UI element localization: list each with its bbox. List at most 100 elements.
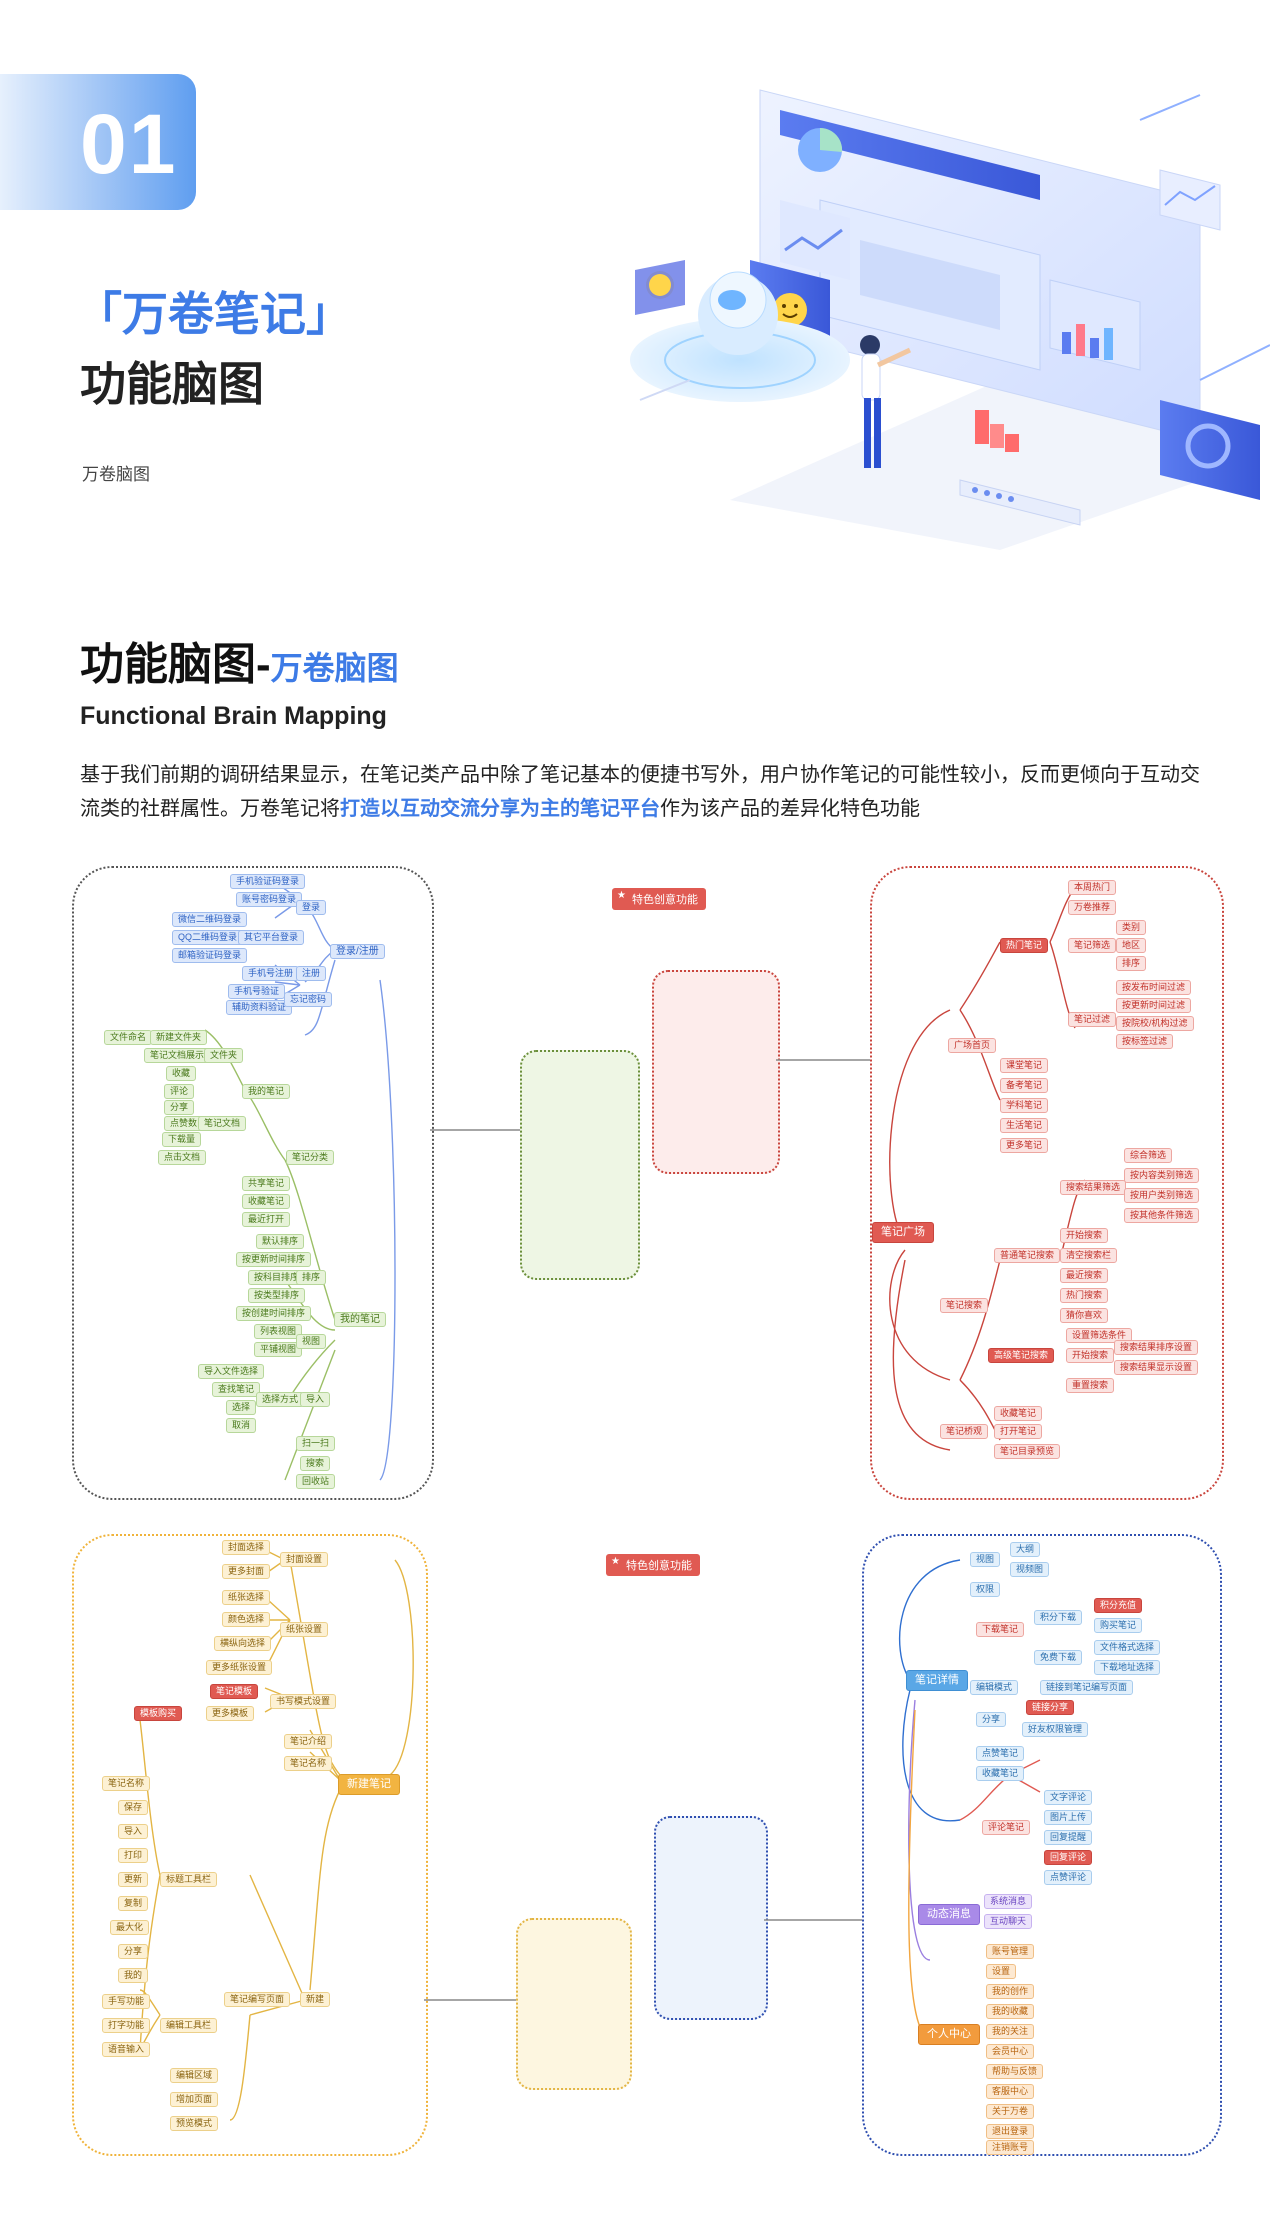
- map-node: 共享笔记: [242, 1176, 291, 1191]
- map-node: 复制: [118, 1896, 149, 1911]
- map-node: 新建文件夹: [150, 1030, 208, 1045]
- map-node: 我的关注: [986, 2024, 1035, 2039]
- page-title-product: 「万卷笔记」: [76, 288, 352, 340]
- map-node: 分享: [118, 1944, 149, 1959]
- map-node-hot-notes: 热门笔记: [1000, 938, 1049, 953]
- map-node: 搜索: [300, 1456, 331, 1471]
- page-subtitle: 万卷脑图: [82, 465, 150, 484]
- map-node-points-recharge: 积分充值: [1094, 1598, 1143, 1613]
- map-node: 笔记文档展示: [144, 1048, 211, 1063]
- map-node: 收藏笔记: [976, 1766, 1025, 1781]
- section-title: 功能脑图-万卷脑图: [80, 640, 399, 689]
- map-node: 手机号验证: [228, 984, 286, 999]
- map-node: 笔记名称: [284, 1756, 333, 1771]
- map-node: 收藏笔记: [994, 1406, 1043, 1421]
- map-node: 开始搜索: [1066, 1348, 1115, 1363]
- map-node: 编辑区域: [170, 2068, 219, 2083]
- map-node: 更多纸张设置: [206, 1660, 273, 1675]
- map-root-note-detail: 笔记详情: [906, 1670, 968, 1691]
- map-node: 万卷推荐: [1068, 900, 1117, 915]
- map2-connectors: [139, 1549, 1041, 2121]
- map-node: 广场首页: [948, 1038, 997, 1053]
- map-node: 排序: [1116, 956, 1147, 971]
- map-node: 注册: [296, 966, 327, 981]
- map-node: 笔记目录预览: [994, 1444, 1061, 1459]
- section-title-accent: 万卷脑图: [270, 650, 399, 686]
- map-root-personal-center: 个人中心: [918, 2024, 980, 2045]
- section-number-badge: 01: [0, 74, 196, 210]
- map-node: 视图: [296, 1334, 327, 1349]
- map-node: 本周热门: [1068, 880, 1117, 895]
- map-node: 笔记搜索: [940, 1298, 989, 1313]
- map-node: 清空搜索栏: [1060, 1248, 1118, 1263]
- map1-overview-red: [652, 970, 780, 1174]
- map1-right-frame: [870, 866, 1224, 1500]
- map-node: 点赞评论: [1044, 1870, 1093, 1885]
- feature-badge: 特色创意功能: [612, 888, 706, 910]
- section-number: 01: [80, 97, 178, 191]
- map-node: 最大化: [110, 1920, 150, 1935]
- map-node: 综合筛选: [1124, 1148, 1173, 1163]
- map-node: 评论: [164, 1084, 195, 1099]
- map-node: 手机号注册: [242, 966, 300, 981]
- map-node: 收藏: [166, 1066, 197, 1081]
- map-node: QQ二维码登录: [172, 930, 244, 945]
- map-node: 排序: [296, 1270, 327, 1285]
- map-node: 笔记名称: [102, 1776, 151, 1791]
- map-node: 保存: [118, 1800, 149, 1815]
- map-node: 评论笔记: [982, 1820, 1031, 1835]
- map-node: 编辑模式: [970, 1680, 1019, 1695]
- map-root-dynamic-messages: 动态消息: [918, 1904, 980, 1925]
- map-node: 地区: [1116, 938, 1147, 953]
- map-node: 按内容类别筛选: [1124, 1168, 1200, 1183]
- map-node: 封面选择: [222, 1540, 271, 1555]
- map-node: 笔记介绍: [284, 1734, 333, 1749]
- map-node: 链接到笔记编写页面: [1040, 1680, 1134, 1695]
- map-node: 积分下载: [1034, 1610, 1083, 1625]
- hero-illustration: [630, 89, 1270, 550]
- map-node: 回复提醒: [1044, 1830, 1093, 1845]
- map-node: 图片上传: [1044, 1810, 1093, 1825]
- map-node: 按科目排序: [248, 1270, 306, 1285]
- map-node: 笔记编写页面: [224, 1992, 291, 2007]
- map-node: 学科笔记: [1000, 1098, 1049, 1113]
- map-node: 普通笔记搜索: [994, 1248, 1061, 1263]
- map-node: 最近打开: [242, 1212, 291, 1227]
- map-node: 笔记筛选: [1068, 938, 1117, 953]
- map-node: 打开笔记: [994, 1424, 1043, 1439]
- map-node: 取消: [226, 1418, 257, 1433]
- map-node-link-share: 链接分享: [1026, 1700, 1075, 1715]
- map-node: 微信二维码登录: [172, 912, 248, 927]
- map-node: 预览模式: [170, 2116, 219, 2131]
- map-node: 我的创作: [986, 1984, 1035, 1999]
- map-node: 按类型排序: [248, 1288, 306, 1303]
- map-node: 搜索结果显示设置: [1114, 1360, 1199, 1375]
- map-node: 系统消息: [984, 1894, 1033, 1909]
- section-description: 基于我们前期的调研结果显示，在笔记类产品中除了笔记基本的便捷书写外，用户协作笔记…: [80, 764, 1200, 820]
- map-node: 我的: [118, 1968, 149, 1983]
- map2-overview-blue: [654, 1816, 768, 2020]
- map-node-reply-comment: 回复评论: [1044, 1850, 1093, 1865]
- map-node: 猜你喜欢: [1060, 1308, 1109, 1323]
- map-node: 关于万卷: [986, 2104, 1035, 2119]
- map-node: 账号管理: [986, 1944, 1035, 1959]
- map-node: 点击文档: [158, 1150, 207, 1165]
- map-node: 列表视图: [254, 1324, 303, 1339]
- map-node: 我的笔记: [242, 1084, 291, 1099]
- map1-overview-green: [520, 1050, 640, 1280]
- map-node: 语音输入: [102, 2042, 151, 2057]
- map-node: 开始搜索: [1060, 1228, 1109, 1243]
- map-branch-login: 登录/注册: [330, 944, 385, 959]
- map-node: 笔记分类: [286, 1150, 335, 1165]
- map-node: 导入: [300, 1392, 331, 1407]
- map-node: 辅助资料验证: [226, 1000, 293, 1015]
- map-node: 分享: [164, 1100, 195, 1115]
- map-node: 按创建时间排序: [236, 1306, 312, 1321]
- map-node: 编辑工具栏: [160, 2018, 218, 2033]
- section-title-english: Functional Brain Mapping: [80, 702, 387, 730]
- map-node: 视图: [970, 1552, 1001, 1567]
- map-node: 封面设置: [280, 1552, 329, 1567]
- map-node: 权限: [970, 1582, 1001, 1597]
- map-node: 视频图: [1010, 1562, 1050, 1577]
- page-title: 功能脑图: [80, 358, 264, 410]
